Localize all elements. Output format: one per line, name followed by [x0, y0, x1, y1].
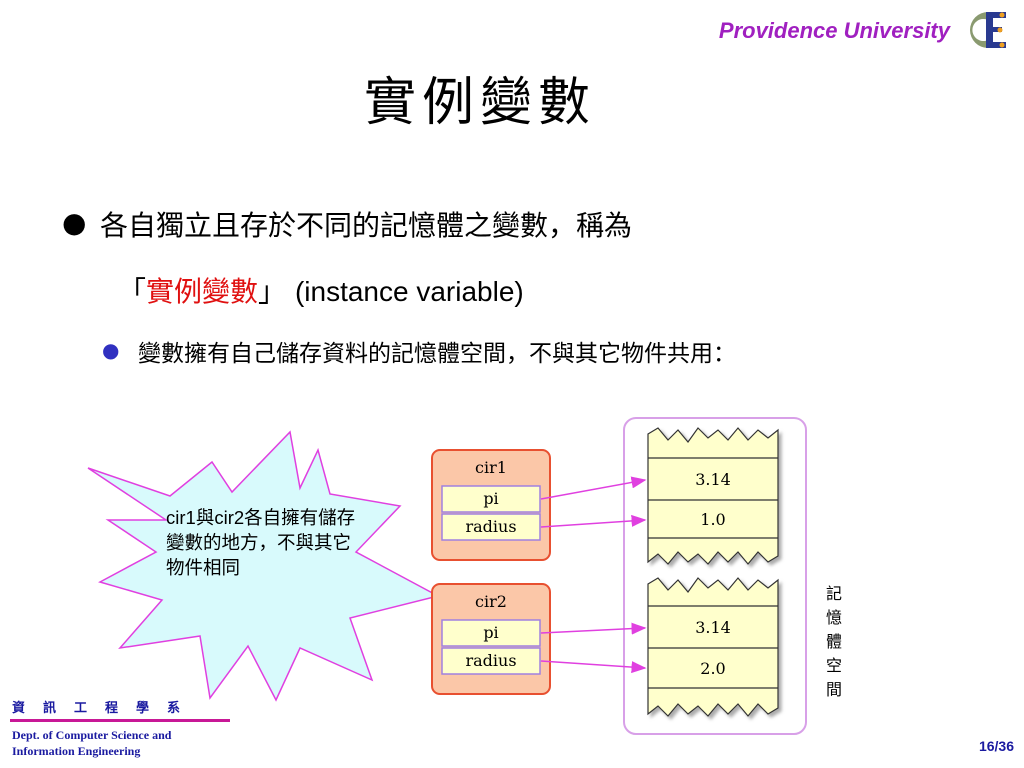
memory-cell-value: 3.14	[695, 618, 731, 637]
object-field: radius	[465, 517, 516, 536]
page-number: 16/36	[978, 738, 1014, 754]
pointer-arrow	[540, 514, 647, 528]
object-field: pi	[483, 623, 498, 642]
memory-space-label: 記 憶 體 空 間	[825, 584, 842, 699]
pointer-arrow	[540, 660, 647, 674]
footer-divider	[10, 719, 230, 722]
bullet-main-line1: 各自獨立且存於不同的記憶體之變數，稱為	[100, 209, 633, 242]
object-name: cir2	[475, 592, 507, 611]
department-english: Dept. of Computer Science and Informatio…	[12, 728, 172, 758]
highlight-term: 實例變數	[146, 275, 259, 308]
object-field: pi	[483, 489, 498, 508]
sub-bullet-dot: ●	[102, 338, 120, 362]
department-chinese: 資訊工程學系	[12, 701, 199, 716]
memory-block-2	[647, 577, 779, 717]
university-name: Providence University	[718, 18, 950, 43]
university-logo-icon	[970, 12, 1006, 48]
english-term: (instance variable)	[294, 276, 524, 307]
memory-block-1	[647, 427, 779, 565]
pointer-arrow	[540, 622, 647, 635]
object-box-cir1	[431, 449, 551, 561]
starburst-callout	[87, 430, 441, 702]
bullet-dot: ●	[62, 206, 87, 239]
bullet-main-line2: 「實例變數」 (instance variable)	[118, 275, 524, 308]
object-field: radius	[465, 651, 516, 670]
object-box-cir2	[431, 583, 551, 695]
slide-title: 實例變數	[363, 73, 596, 133]
memory-cell-value: 1.0	[700, 510, 725, 529]
memory-cell-value: 2.0	[700, 659, 725, 678]
memory-cell-value: 3.14	[695, 470, 731, 489]
callout-text: cir1與cir2各自擁有儲存變數的地方，不與其它物件相同	[166, 507, 356, 579]
bullet-sub-text: 變數擁有自己儲存資料的記憶體空間，不與其它物件共用：	[138, 341, 736, 367]
object-name: cir1	[475, 458, 507, 477]
pointer-arrow	[540, 476, 647, 500]
